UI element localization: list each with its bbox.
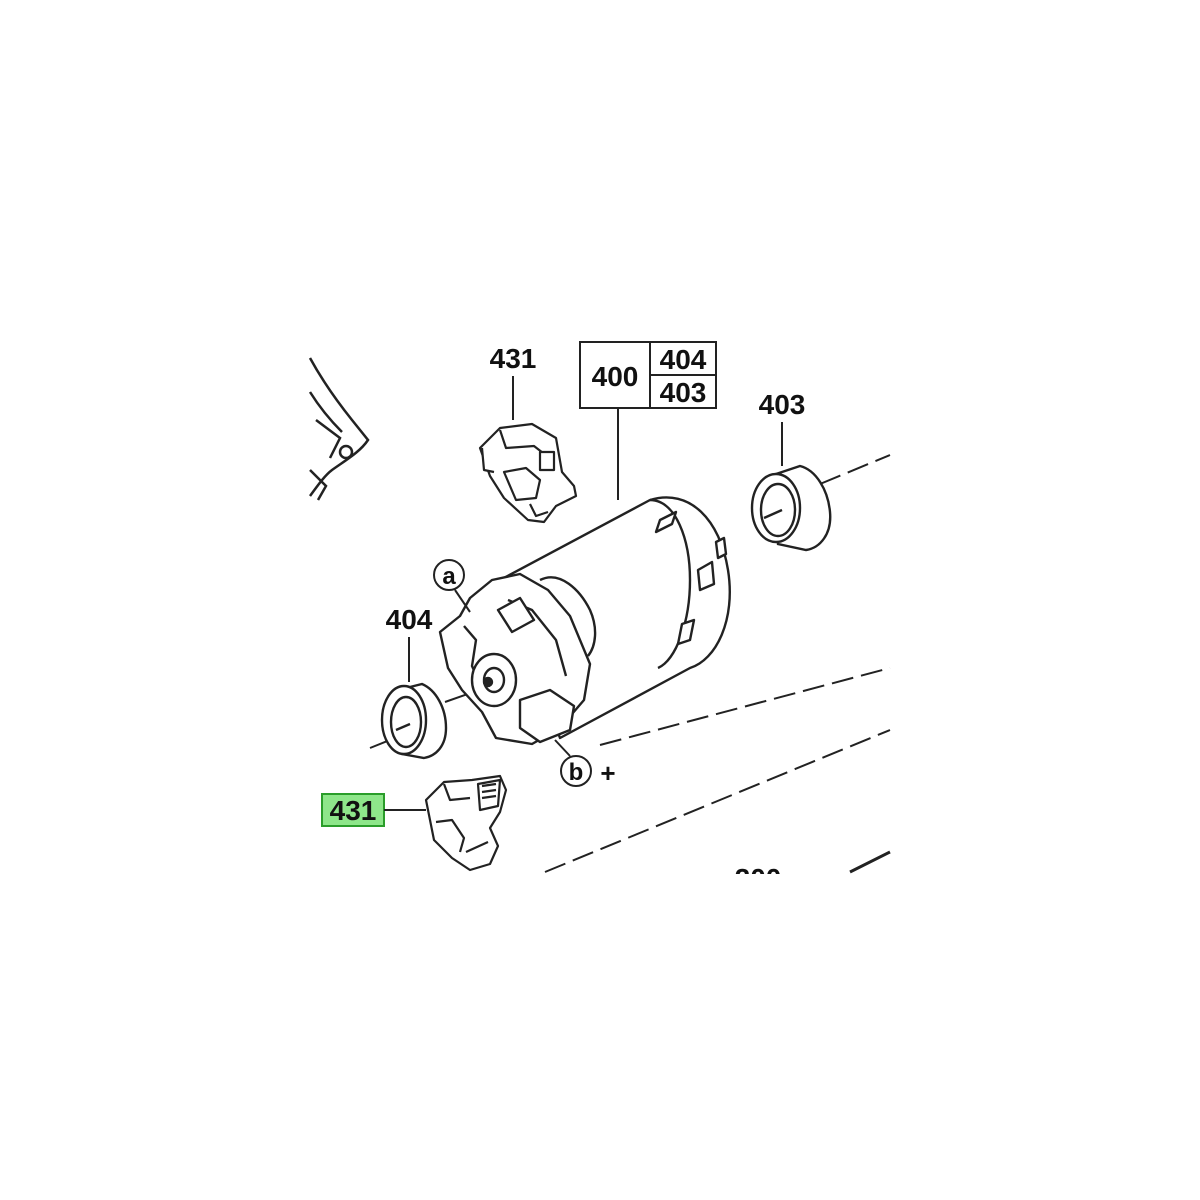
cutoff-label-clip: 200	[735, 863, 782, 894]
brush-holder-bottom	[424, 774, 508, 872]
label-403-ref: 403	[660, 377, 707, 408]
housing-fragment	[308, 357, 370, 501]
reference-table	[579, 341, 717, 409]
callout-a-circle	[433, 559, 465, 591]
leader-a	[454, 589, 471, 613]
motor-body	[438, 496, 731, 746]
bearing-front	[380, 682, 448, 760]
label-431-top: 431	[490, 343, 537, 374]
right-bracket-edge	[849, 850, 891, 874]
callout-b-circle	[560, 755, 592, 787]
callout-b: b	[569, 759, 584, 786]
callout-a: a	[442, 563, 456, 590]
label-400: 400	[592, 361, 639, 392]
highlight-box	[321, 793, 385, 827]
leader-b	[554, 739, 571, 757]
bearing-rear	[750, 464, 832, 552]
label-431-bottom: 431	[330, 795, 377, 826]
polarity-plus: +	[600, 758, 615, 788]
brush-holder-top	[478, 422, 578, 524]
label-404: 404	[386, 604, 433, 635]
label-404-ref: 404	[660, 344, 707, 375]
label-403: 403	[759, 389, 806, 420]
label-200-cutoff: 200	[735, 863, 782, 894]
